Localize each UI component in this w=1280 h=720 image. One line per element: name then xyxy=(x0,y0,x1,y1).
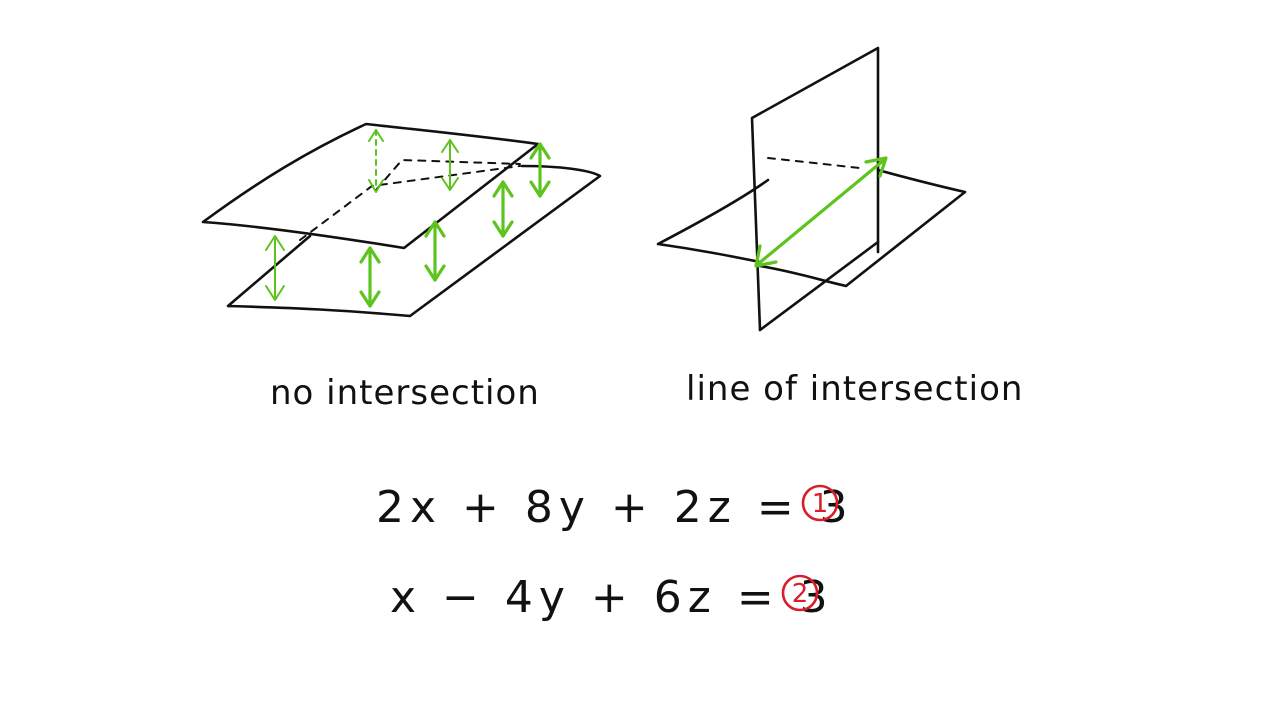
equation-1-label-badge: 1 xyxy=(801,484,839,522)
upper-plane-hidden-edge xyxy=(375,158,521,191)
lower-plane-hidden-edge xyxy=(299,165,521,241)
upper-plane xyxy=(201,122,540,250)
parallel-planes-diagram xyxy=(201,122,602,318)
horizontal-plane xyxy=(656,168,967,288)
equation-2-label: 2 xyxy=(792,579,809,609)
distance-arrow xyxy=(424,220,446,282)
intersecting-planes-diagram xyxy=(656,46,967,332)
equation-2: x − 4y + 6z = 3 xyxy=(390,572,834,623)
distance-arrow xyxy=(529,142,551,198)
intersection-line-arrow xyxy=(754,156,888,268)
equation-2-label-badge: 2 xyxy=(781,574,819,612)
vertical-plane-lower-edge xyxy=(758,240,880,332)
equation-1: 2x + 8y + 2z = 3 xyxy=(376,482,854,533)
distance-arrow xyxy=(492,180,514,238)
equation-1-label: 1 xyxy=(812,489,829,519)
distance-arrow xyxy=(265,235,285,301)
lower-plane xyxy=(226,164,602,318)
caption-no-intersection: no intersection xyxy=(270,373,540,413)
hidden-edge xyxy=(767,157,861,169)
caption-line-of-intersection: line of intersection xyxy=(686,369,1023,409)
vertical-plane xyxy=(750,46,880,332)
hidden-distance-arrow xyxy=(368,129,384,193)
distance-arrow xyxy=(441,139,459,191)
distance-arrow xyxy=(359,246,381,308)
